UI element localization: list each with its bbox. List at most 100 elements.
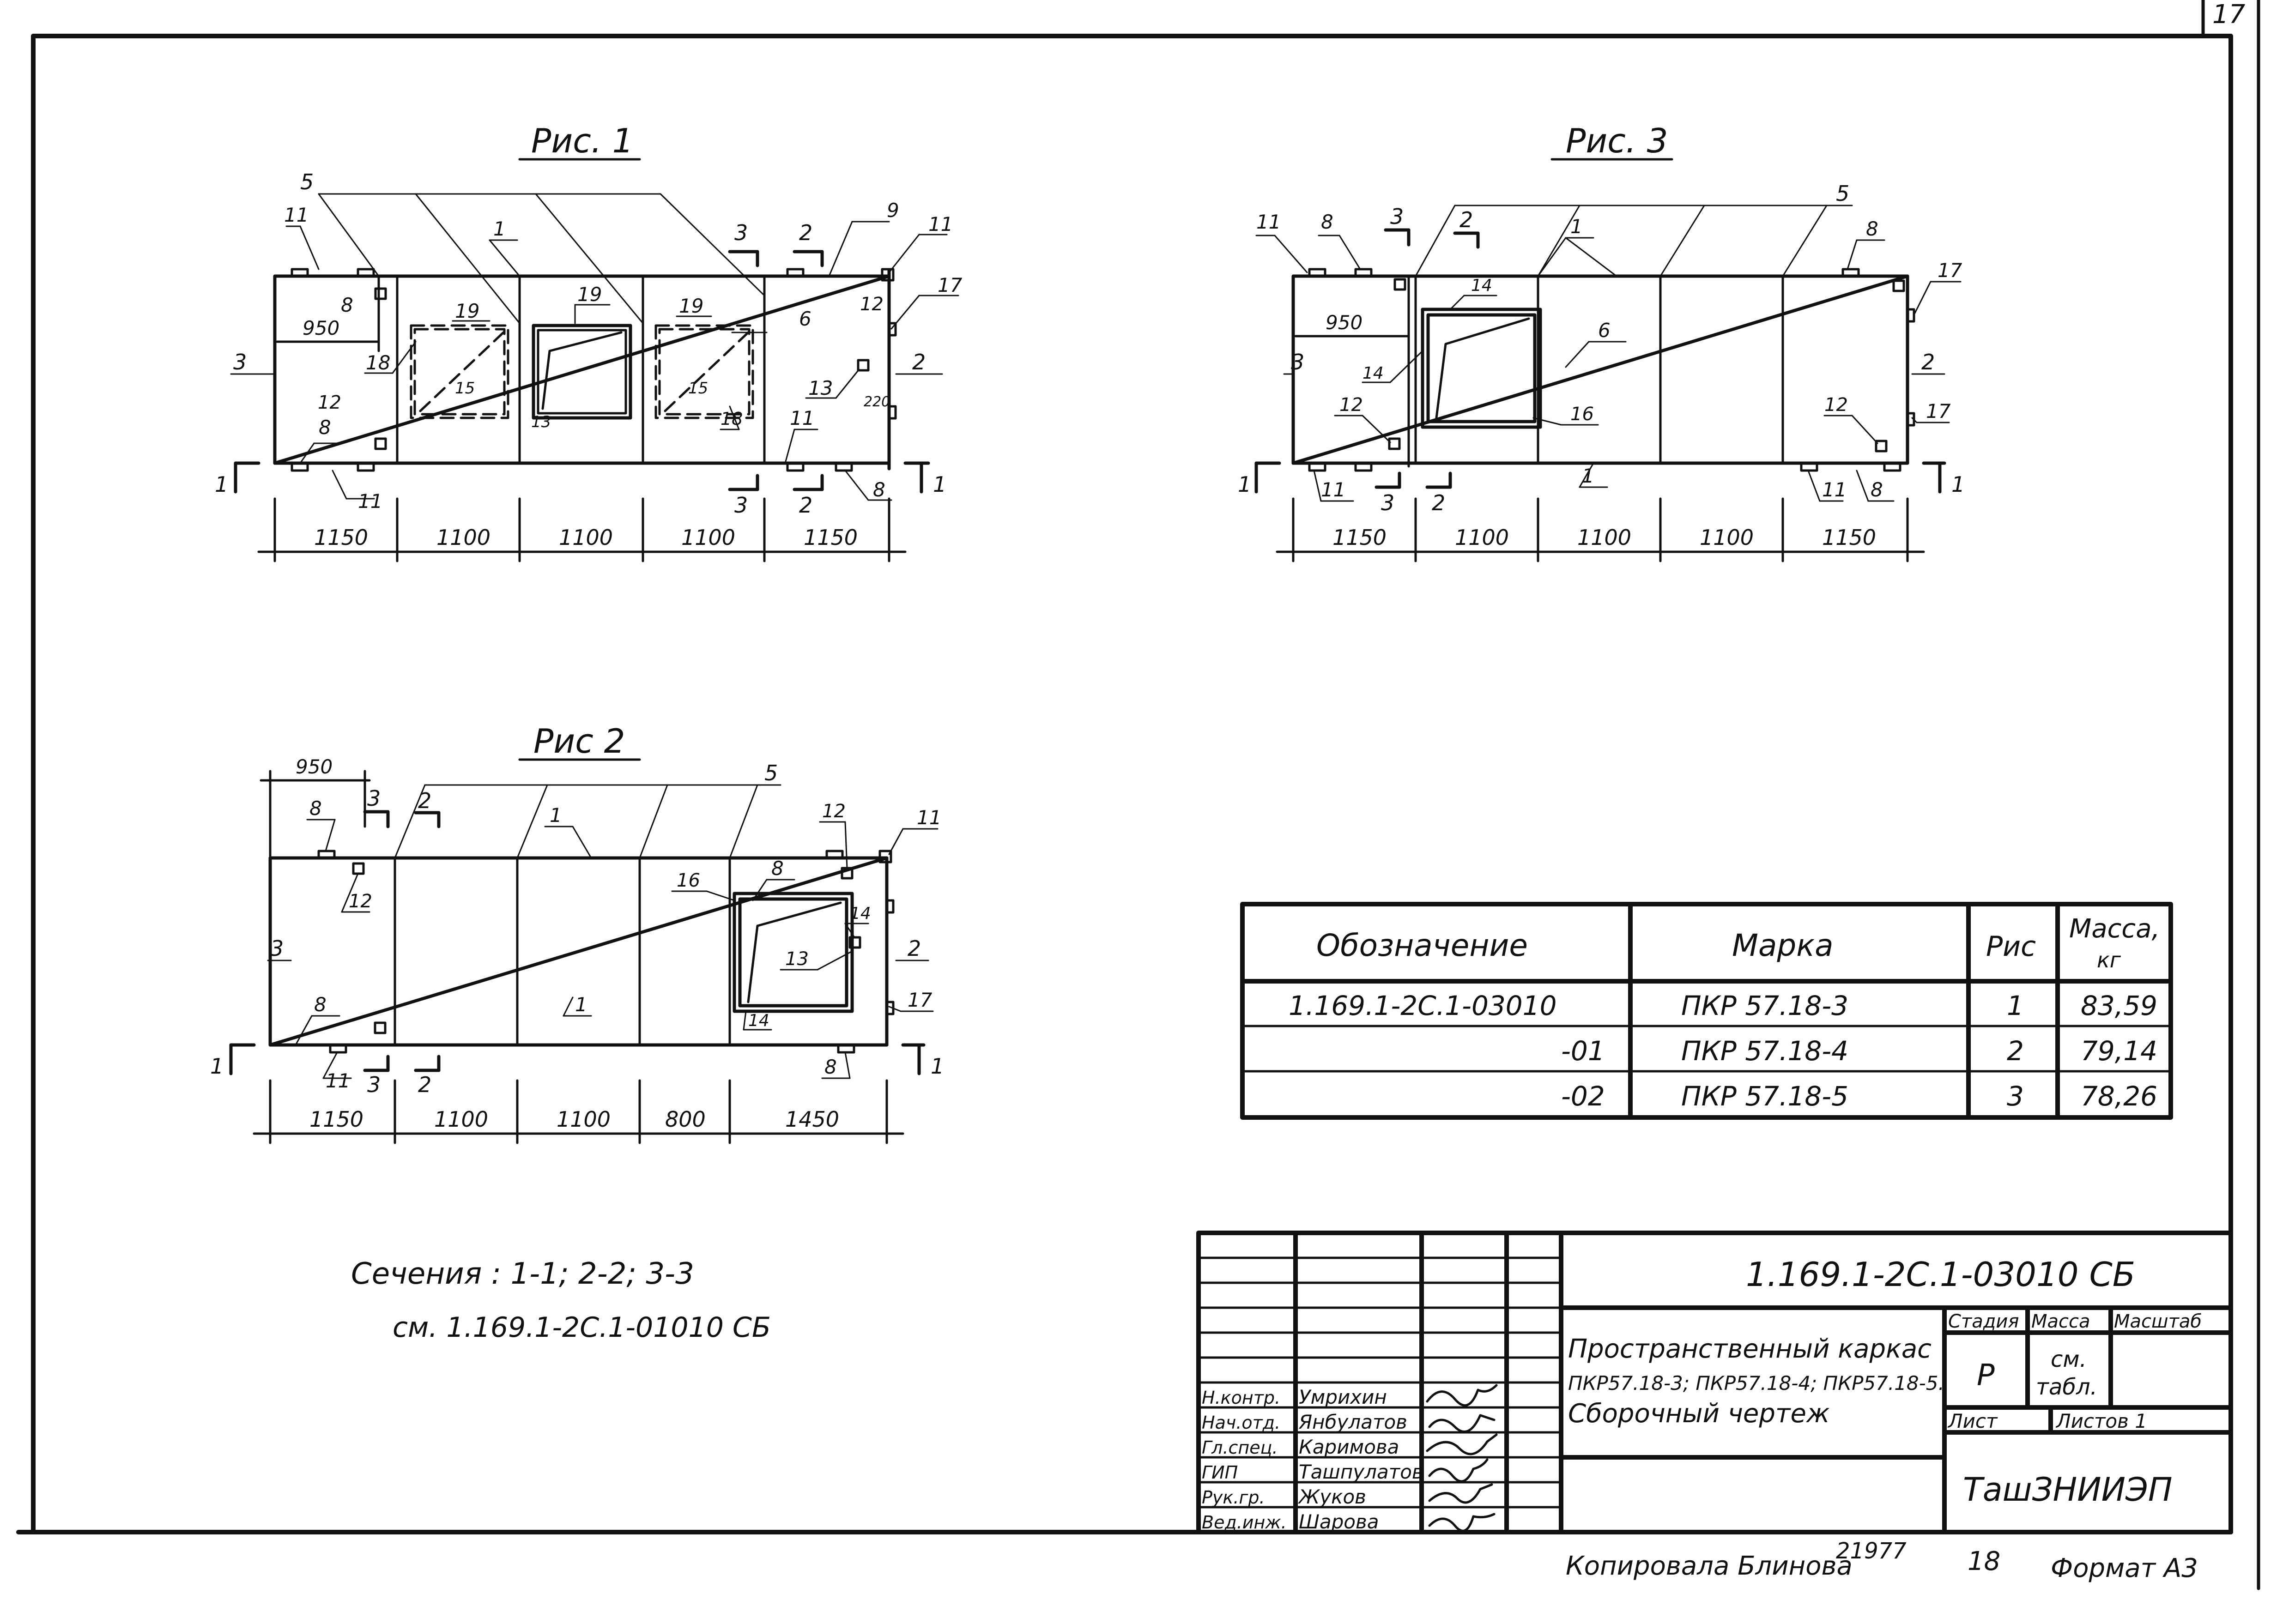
fig1-callout-8: 8 (341, 294, 353, 316)
fig1-dim-220: 220 (864, 394, 890, 410)
fig1-dim-3: 1100 (681, 525, 735, 550)
table-row1-mass: 83,59 (2081, 990, 2157, 1021)
table-row3-mass: 78,26 (2081, 1081, 2157, 1112)
table-row2-fig: 2 (2007, 1035, 2024, 1067)
fig2-dim-4: 1450 (785, 1107, 839, 1132)
fig3-callout-6: 6 (1598, 319, 1611, 342)
table-row2-mark: ПКР 57.18-4 (1681, 1035, 1848, 1067)
fig1-dim-2: 1100 (559, 525, 613, 550)
fig2-callout-1b: 1 (575, 993, 587, 1016)
table-header-fig: Рис (1986, 930, 2036, 963)
fig2-callout-5: 5 (764, 761, 778, 785)
table-row3-designation: -02 (1561, 1081, 1605, 1112)
fig2-callout-8a: 8 (309, 797, 322, 820)
title-mass-header: Масса (2031, 1311, 2090, 1332)
fig1-callout-15a: 15 (455, 379, 475, 398)
fig2-section-2-top: 2 (418, 788, 431, 813)
fig3-section-2-bottom: 2 (1432, 490, 1445, 515)
footer-copy-number: 21977 (1836, 1538, 1907, 1564)
sig-role-6: Вед.инж. (1202, 1512, 1287, 1533)
fig3-section-2-top: 2 (1459, 207, 1473, 232)
fig1-dim-1: 1100 (436, 525, 490, 550)
fig1-callout-15b: 15 (688, 379, 708, 398)
fig1-section-1-left: 1 (215, 472, 228, 497)
fig2-section-3-top: 3 (367, 786, 381, 811)
fig2-callout-2: 2 (908, 936, 921, 961)
fig1-callout-5: 5 (300, 169, 314, 194)
fig3-callout-12b: 12 (1824, 394, 1848, 416)
fig1-section-3-top: 3 (734, 220, 748, 245)
fig3-dim-4: 1150 (1822, 525, 1876, 550)
fig3-dim-950: 950 (1326, 311, 1362, 334)
title-line2: ПКР57.18-3; ПКР57.18-4; ПКР57.18-5. (1568, 1372, 1944, 1395)
fig1-diagonal-brace (273, 274, 891, 465)
table-header-mass: Масса, (2069, 914, 2160, 944)
fig3-section-3-top: 3 (1390, 204, 1404, 229)
fig1-callout-1: 1 (493, 217, 506, 240)
fig3-callout-2: 2 (1921, 350, 1935, 374)
fig1-callout-18a: 18 (366, 351, 390, 374)
title-organization: ТашЗНИИЭП (1963, 1471, 2172, 1509)
fig3-callout-12a: 12 (1339, 394, 1363, 416)
fig2-callout-17: 17 (908, 989, 933, 1011)
fig3-callout-11: 11 (1256, 211, 1281, 233)
fig1-callout-19a: 19 (455, 300, 479, 322)
fig2-opening (733, 892, 854, 1013)
fig2-callout-8d: 8 (824, 1056, 837, 1078)
fig3-dim-3: 1100 (1700, 525, 1754, 550)
fig2-callout-1: 1 (550, 804, 562, 827)
fig2-section-3-bottom: 3 (367, 1072, 381, 1097)
fig3-dim-0: 1150 (1332, 525, 1387, 550)
title-mass-value-1: см. (2051, 1346, 2087, 1372)
sig-role-1: Н.контр. (1202, 1388, 1280, 1408)
sig-name-4: Ташпулатов (1299, 1461, 1423, 1483)
fig2-section-1-right: 1 (931, 1054, 944, 1079)
fig2-section-2-bottom: 2 (418, 1072, 431, 1097)
sections-note-line1: Сечения : 1-1; 2-2; 3-3 (351, 1257, 694, 1291)
fig2-dim-0: 1150 (309, 1107, 363, 1132)
table-row2-mass: 79,14 (2081, 1035, 2157, 1067)
sig-name-1: Умрихин (1299, 1386, 1387, 1408)
fig1-callout-3: 3 (233, 350, 247, 374)
fig1-callout-8b: 8 (319, 416, 331, 439)
fig1-dim-4: 1150 (804, 525, 858, 550)
fig3-dim-2: 1100 (1577, 525, 1631, 550)
title-stage-header: Стадия (1948, 1311, 2019, 1332)
fig3-callout-16: 16 (1570, 404, 1594, 425)
sig-role-5: Рук.гр. (1202, 1487, 1265, 1508)
fig2-dim-1: 1100 (434, 1107, 488, 1132)
figure-2: Рис 2 1150 1100 1100 800 1450 (210, 722, 944, 1144)
figure-1: Рис. 1 (215, 121, 963, 562)
fig1-callout-11d: 11 (358, 490, 382, 513)
fig1-dim-0: 1150 (314, 525, 368, 550)
fig3-opening (1421, 308, 1542, 429)
fig2-callout-14b: 14 (748, 1011, 769, 1030)
fig1-section-3-bottom: 3 (734, 493, 748, 518)
fig3-callout-14b: 14 (1362, 364, 1384, 383)
fig3-callout-3: 3 (1291, 350, 1304, 374)
fig3-title: Рис. 3 (1566, 121, 1668, 160)
fig1-callout-19b: 19 (577, 283, 602, 306)
specification-table: Обозначение Марка Рис Масса, кг 1.169.1-… (1240, 902, 2173, 1120)
fig1-callout-6: 6 (799, 308, 811, 330)
table-header-designation: Обозначение (1316, 928, 1528, 963)
table-header-mark: Марка (1732, 928, 1834, 963)
table-row3-mark: ПКР 57.18-5 (1681, 1081, 1848, 1112)
fig2-callout-11: 11 (917, 806, 941, 829)
fig3-callout-5: 5 (1836, 181, 1849, 206)
footer-format: Формат А3 (2051, 1553, 2198, 1583)
fig1-title: Рис. 1 (531, 121, 633, 160)
sig-role-3: Гл.спец. (1202, 1437, 1278, 1458)
fig2-callout-11b: 11 (326, 1069, 350, 1092)
fig1-section-1-right: 1 (933, 472, 946, 497)
fig2-callout-13: 13 (785, 948, 809, 970)
fig2-callout-12b: 12 (349, 891, 372, 912)
fig3-callout-14a: 14 (1471, 276, 1492, 295)
fig2-dim-2: 1100 (557, 1107, 611, 1132)
fig3-callout-1: 1 (1570, 215, 1583, 238)
title-line1: Пространственный каркас (1568, 1334, 1932, 1364)
table-row1-designation: 1.169.1-2С.1-03010 (1289, 990, 1556, 1021)
fig2-dim-3: 800 (665, 1107, 706, 1132)
title-mass-value-2: табл. (2036, 1374, 2097, 1400)
